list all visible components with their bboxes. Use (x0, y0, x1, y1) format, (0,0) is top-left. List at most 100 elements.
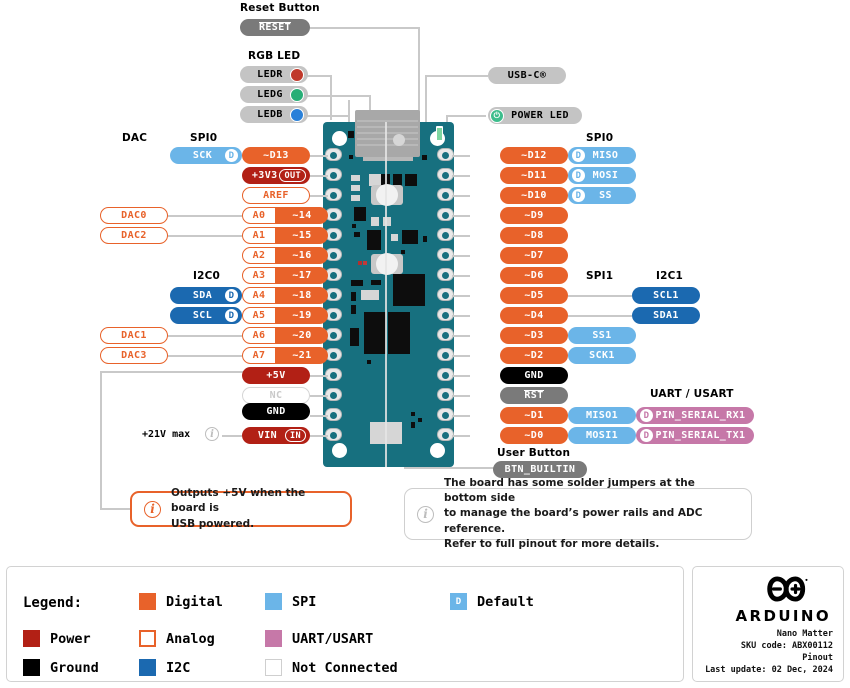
power-swatch-icon (23, 630, 40, 647)
ledg-pill[interactable]: LEDG (240, 86, 308, 103)
usbc-pill[interactable]: USB-C® (488, 67, 566, 84)
right-pin-gnd[interactable]: GND (500, 367, 568, 384)
left-pin-a7[interactable]: A7 ~21 (242, 347, 328, 364)
module-chip (388, 312, 410, 354)
right-spi-ss1[interactable]: SS1 (568, 327, 636, 344)
right-pin-d8[interactable]: ~D8 (500, 227, 568, 244)
legend-item-default: D Default (450, 593, 534, 610)
right-pin-d0[interactable]: ~D0 (500, 427, 568, 444)
left-pin-nc[interactable]: NC (242, 387, 310, 404)
right-pin-d7[interactable]: ~D7 (500, 247, 568, 264)
right-i2c-sda1[interactable]: SDA1 (632, 307, 700, 324)
left-pin-a3[interactable]: A3 ~17 (242, 267, 328, 284)
caption-spi0-left: SPI0 (190, 132, 218, 144)
power-led-pill[interactable]: ⏻ POWER LED (488, 107, 582, 124)
default-badge: D (640, 429, 653, 442)
info-icon[interactable]: i (417, 505, 434, 523)
legend-item-ground: Ground (23, 659, 99, 676)
note-5v-text: Outputs +5V when the board is USB powere… (171, 486, 338, 532)
right-i2c-scl1[interactable]: SCL1 (632, 287, 700, 304)
left-pin-a0[interactable]: A0 ~14 (242, 207, 328, 224)
vin-info-icon[interactable]: i (205, 427, 219, 441)
default-badge: D (572, 169, 585, 182)
right-spi-sck1[interactable]: SCK1 (568, 347, 636, 364)
usbc-dot (393, 134, 405, 146)
user-button-graphic[interactable] (371, 253, 403, 275)
right-pin-d10[interactable]: ~D10 (500, 187, 568, 204)
right-pin-d1[interactable]: ~D1 (500, 407, 568, 424)
right-spi-mosi1[interactable]: MOSI1 (568, 427, 636, 444)
connector-line-ledb-v (348, 100, 350, 125)
right-pin-d12[interactable]: ~D12 (500, 147, 568, 164)
right-uart-rx1[interactable]: D PIN_SERIAL_RX1 (636, 407, 754, 424)
left-pin-a5[interactable]: A5 ~19 (242, 307, 328, 324)
caption-i2c1-right: I2C1 (656, 270, 684, 282)
right-pin-rst-label: RST (524, 389, 544, 401)
smd-component (367, 360, 371, 364)
right-pin-d6[interactable]: ~D6 (500, 267, 568, 284)
right-spi-mosi[interactable]: D MOSI (568, 167, 636, 184)
right-pin-d3[interactable]: ~D3 (500, 327, 568, 344)
left-dac2[interactable]: DAC2 (100, 227, 168, 244)
left-pin-a4-digital: ~18 (276, 287, 328, 304)
right-spi-miso[interactable]: D MISO (568, 147, 636, 164)
reset-button-graphic[interactable] (371, 184, 403, 206)
header-pad-right (437, 268, 454, 281)
left-pin-d13[interactable]: ~D13 (242, 147, 310, 164)
reset-pill[interactable]: RESET (240, 19, 310, 36)
connector-line-5vnote-v (100, 371, 102, 509)
left-pin-vin[interactable]: VIN IN (242, 427, 310, 444)
left-pin-5v[interactable]: +5V (242, 367, 310, 384)
smd-component (371, 217, 379, 226)
btn-builtin-pill[interactable]: BTN_BUILTIN (493, 461, 587, 478)
header-pad-left (325, 388, 342, 401)
left-i2c-sda[interactable]: SDA D (170, 287, 242, 304)
connector-line-usbc-v (425, 75, 427, 125)
left-dac1[interactable]: DAC1 (100, 327, 168, 344)
connector-line-powerled-h (446, 115, 486, 117)
left-spi-sck[interactable]: SCK D (170, 147, 242, 164)
pin-stub-right (452, 335, 470, 337)
ledb-pill[interactable]: LEDB (240, 106, 308, 123)
left-pin-3v3[interactable]: +3V3 OUT (242, 167, 310, 184)
mount-hole (332, 443, 347, 458)
default-swatch-icon: D (450, 593, 467, 610)
right-pin-rst[interactable]: RST (500, 387, 568, 404)
left-i2c-scl[interactable]: SCL D (170, 307, 242, 324)
board-sku: SKU code: ABX00112 (740, 641, 833, 651)
not-connected-swatch-icon (265, 659, 282, 676)
right-spi-miso1[interactable]: MISO1 (568, 407, 636, 424)
left-pin-a5-digital: ~19 (276, 307, 328, 324)
left-pin-a4[interactable]: A4 ~18 (242, 287, 328, 304)
right-pin-d11[interactable]: ~D11 (500, 167, 568, 184)
default-badge: D (225, 149, 238, 162)
right-pin-d5[interactable]: ~D5 (500, 287, 568, 304)
right-pin-d2[interactable]: ~D2 (500, 347, 568, 364)
pin-stub-left (310, 375, 328, 377)
left-pin-a6[interactable]: A6 ~20 (242, 327, 328, 344)
connector-line-usbc-h (425, 75, 488, 77)
info-icon[interactable]: i (144, 500, 161, 518)
legend-label-digital: Digital (166, 593, 223, 610)
left-pin-a7-analog: A7 (242, 347, 276, 364)
smd-component (351, 195, 360, 201)
right-spi-ss[interactable]: D SS (568, 187, 636, 204)
smd-component (411, 412, 415, 416)
connector-line-sda1 (568, 315, 632, 317)
connector-line-dac3 (168, 355, 242, 357)
left-pin-gnd[interactable]: GND (242, 403, 310, 420)
right-pin-d4[interactable]: ~D4 (500, 307, 568, 324)
ledr-pill[interactable]: LEDR (240, 66, 308, 83)
left-pin-aref[interactable]: AREF (242, 187, 310, 204)
right-pin-d9[interactable]: ~D9 (500, 207, 568, 224)
right-uart-tx1[interactable]: D PIN_SERIAL_TX1 (636, 427, 754, 444)
legend-label-spi: SPI (292, 593, 317, 610)
left-pin-a6-digital: ~20 (276, 327, 328, 344)
left-dac0[interactable]: DAC0 (100, 207, 168, 224)
left-dac3[interactable]: DAC3 (100, 347, 168, 364)
left-pin-a2[interactable]: A2 ~16 (242, 247, 328, 264)
left-pin-a2-analog: A2 (242, 247, 276, 264)
left-pin-a1[interactable]: A1 ~15 (242, 227, 328, 244)
pin-stub-right (452, 215, 470, 217)
